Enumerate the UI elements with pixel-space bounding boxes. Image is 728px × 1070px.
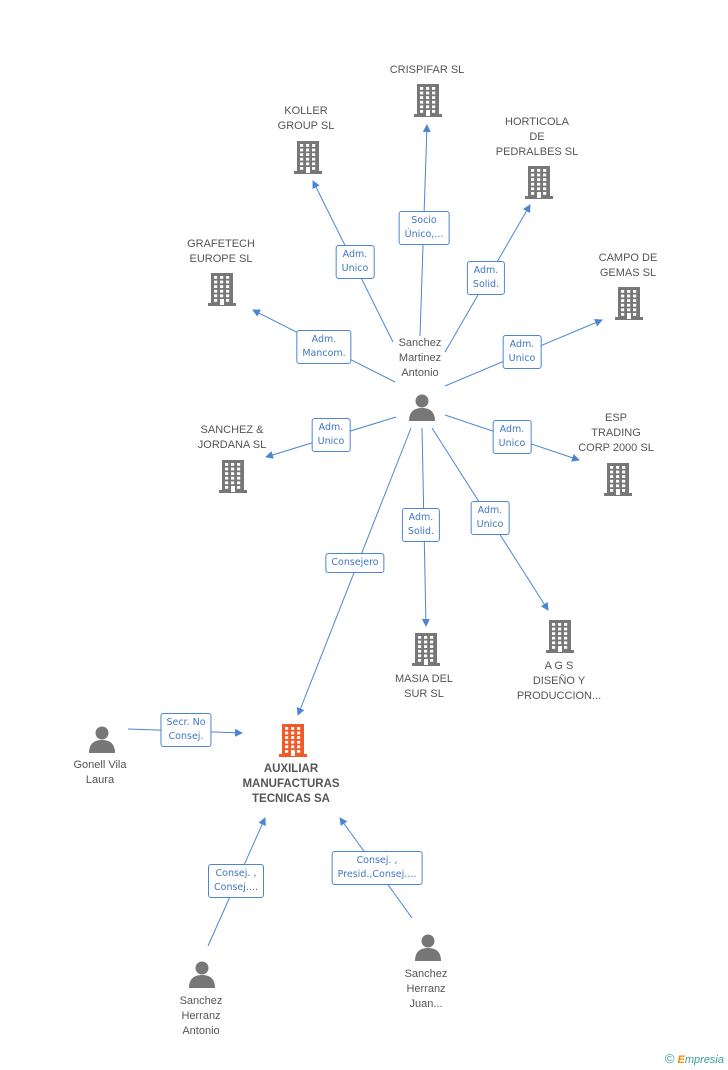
grafetech-building-icon[interactable] <box>206 271 238 307</box>
auxiliar-building-icon[interactable] <box>277 722 309 758</box>
horticola-building-icon[interactable] <box>523 164 555 200</box>
crispifar-building-icon[interactable] <box>412 82 444 118</box>
company-esp-label[interactable]: ESP TRADING CORP 2000 SL <box>578 412 654 454</box>
edge-label-horticola[interactable]: Adm. Solid. <box>466 261 506 295</box>
edge-label-ags[interactable]: Adm. Unico <box>470 501 510 535</box>
ags-building-icon[interactable] <box>544 618 576 654</box>
person-sanchez-martinez-label[interactable]: Sanchez Martinez Antonio <box>398 337 442 379</box>
company-auxiliar-label[interactable]: AUXILIAR MANUFACTURAS TECNICAS SA <box>242 763 340 805</box>
edge-label-sh-antonio[interactable]: Consej. , Consej.... <box>208 864 264 898</box>
brand-name: mpresia <box>684 1054 724 1066</box>
company-grafetech-label[interactable]: GRAFETECH EUROPE SL <box>187 238 255 265</box>
edge-label-auxiliar[interactable]: Consejero <box>325 553 385 573</box>
edge-label-crispifar[interactable]: Socio Único,... <box>398 211 450 245</box>
campo-building-icon[interactable] <box>613 285 645 321</box>
company-horticola-label[interactable]: HORTICOLA DE PEDRALBES SL <box>495 116 579 158</box>
gonell-person-icon[interactable] <box>87 724 117 754</box>
sanchez-jordana-building-icon[interactable] <box>217 458 249 494</box>
koller-building-icon[interactable] <box>292 139 324 175</box>
edge-label-sanchez-jordana[interactable]: Adm. Unico <box>311 418 351 452</box>
edge-label-campo[interactable]: Adm. Unico <box>502 335 542 369</box>
company-ags-label[interactable]: A G S DISEÑO Y PRODUCCION... <box>516 660 602 702</box>
edge-label-sh-juan[interactable]: Consej. , Presid.,Consej.... <box>331 851 423 885</box>
sanchez-herranz-antonio-person-icon[interactable] <box>187 959 217 989</box>
esp-building-icon[interactable] <box>602 461 634 497</box>
company-koller-label[interactable]: KOLLER GROUP SL <box>277 105 335 132</box>
masia-building-icon[interactable] <box>410 631 442 667</box>
sanchez-herranz-juan-person-icon[interactable] <box>413 932 443 962</box>
person-gonell-label[interactable]: Gonell Vila Laura <box>73 759 127 786</box>
company-campo-label[interactable]: CAMPO DE GEMAS SL <box>598 252 658 279</box>
edge-label-grafetech[interactable]: Adm. Mancom. <box>296 330 352 364</box>
brand-e: E <box>677 1054 685 1066</box>
edge-label-masia[interactable]: Adm. Solid. <box>401 508 441 542</box>
empresia-watermark: © Empresia <box>665 1051 724 1066</box>
company-sanchez-jordana-label[interactable]: SANCHEZ & JORDANA SL <box>197 424 267 451</box>
edge-label-esp[interactable]: Adm. Unico <box>492 420 532 454</box>
sanchez-martinez-person-icon[interactable] <box>407 392 437 422</box>
person-sanchez-herranz-antonio-label[interactable]: Sanchez Herranz Antonio <box>179 995 223 1037</box>
company-masia-label[interactable]: MASIA DEL SUR SL <box>394 673 454 700</box>
copyright-symbol: © <box>664 1051 675 1066</box>
company-crispifar-label[interactable]: CRISPIFAR SL <box>389 64 465 76</box>
edge-label-koller[interactable]: Adm. Unico <box>335 245 375 279</box>
person-sanchez-herranz-juan-label[interactable]: Sanchez Herranz Juan... <box>404 968 448 1010</box>
edge-label-gonell[interactable]: Secr. No Consej. <box>160 713 212 747</box>
